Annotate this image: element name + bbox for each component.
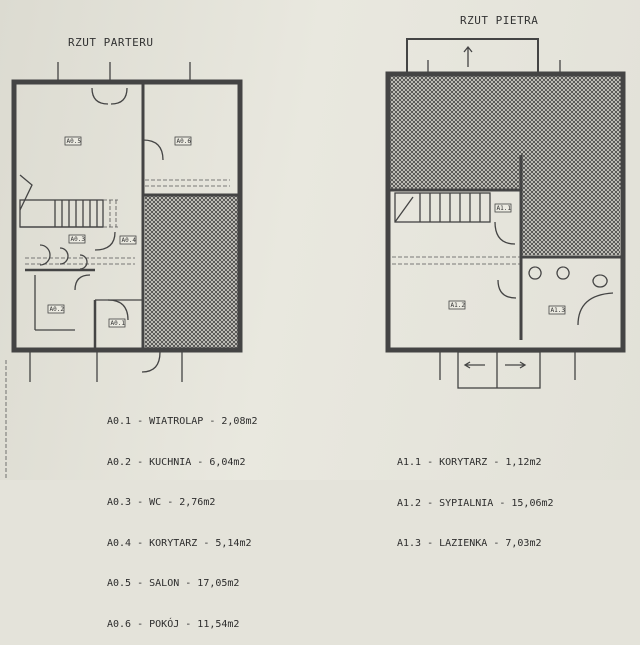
- legend-item: A0.6 - POKÓJ - 11,54m2: [107, 618, 240, 630]
- upper-floor-plan: RZUT PIETRA A1.1 A1.2 A1.3: [385, 14, 626, 389]
- legend-item: A0.1 - WIATROLAP - 2,08m2: [107, 416, 258, 427]
- garage-hatched-area: [145, 195, 240, 350]
- svg-text:A0.1: A0.1: [111, 320, 126, 327]
- void-hatched-area-2: [522, 155, 620, 255]
- legend-item: A1.3 - LAZIENKA - 7,03m2: [397, 538, 542, 549]
- legend-item: A1.2 - SYPIALNIA - 15,06m2: [397, 497, 554, 509]
- upper-outer-wall: [385, 71, 626, 353]
- legend-item: A1.1 - KORYTARZ - 1,12m2: [397, 457, 542, 468]
- room-tag-a1-3: A1.3: [548, 305, 566, 315]
- door-swings-upper: [494, 221, 614, 326]
- svg-text:A1.1: A1.1: [497, 205, 512, 212]
- ground-outer-wall: [11, 79, 243, 353]
- room-tag-a0-2: A0.2: [47, 304, 65, 314]
- ground-stairs: [19, 174, 118, 228]
- svg-text:A0.6: A0.6: [177, 138, 192, 145]
- legend-item: A0.3 - WC - 2,76m2: [107, 497, 216, 508]
- svg-text:A1.3: A1.3: [551, 307, 566, 314]
- ground-floor-plan: RZUT PARTERU A0.5 A0.6 A0.3 A0.4 A0.2 A0…: [5, 36, 243, 480]
- legend-item: A0.2 - KUCHNIA - 6,04m2: [107, 456, 246, 468]
- ground-floor-legend: A0.1 - WIATROLAP - 2,08m2 A0.2 - KUCHNIA…: [107, 388, 258, 645]
- room-tag-a0-4: A0.4: [119, 235, 137, 245]
- svg-text:A0.4: A0.4: [122, 237, 137, 244]
- svg-text:A0.5: A0.5: [67, 138, 82, 145]
- balcony-arrow-icon: [463, 45, 473, 67]
- room-tag-a0-6: A0.6: [174, 136, 192, 146]
- sliding-arrows-icon: [463, 352, 527, 388]
- wc-fixtures: [39, 244, 88, 270]
- svg-text:A0.2: A0.2: [50, 306, 65, 313]
- legend-item: A0.4 - KORYTARZ - 5,14m2: [107, 537, 252, 549]
- floor-plans: RZUT PARTERU A0.5 A0.6 A0.3 A0.4 A0.2 A0…: [5, 14, 626, 480]
- terrace-door: [457, 351, 541, 389]
- room-tag-a0-3: A0.3: [68, 234, 86, 244]
- upper-floor-title: RZUT PIETRA: [460, 14, 538, 27]
- upper-stairs: [394, 192, 491, 223]
- door-swings: [74, 87, 164, 373]
- legend-item: A0.5 - SALON - 17,05m2: [107, 578, 240, 589]
- ground-floor-title: RZUT PARTERU: [68, 36, 153, 49]
- bathroom-fixtures: [528, 266, 608, 288]
- floor-plan-sheet: RZUT PARTERU A0.5 A0.6 A0.3 A0.4 A0.2 A0…: [0, 0, 640, 630]
- room-tag-a1-2: A1.2: [448, 300, 466, 310]
- room-tag-a1-1: A1.1: [494, 203, 512, 213]
- room-tag-a0-1: A0.1: [108, 318, 126, 328]
- svg-text:A0.3: A0.3: [71, 236, 86, 243]
- dimension-ticks: [29, 62, 191, 382]
- dimension-ticks-upper: [427, 60, 576, 380]
- svg-text:A1.2: A1.2: [451, 302, 466, 309]
- upper-floor-legend: A1.1 - KORYTARZ - 1,12m2 A1.2 - SYPIALNI…: [397, 429, 554, 564]
- balcony: [406, 38, 539, 74]
- room-tag-a0-5: A0.5: [64, 136, 82, 146]
